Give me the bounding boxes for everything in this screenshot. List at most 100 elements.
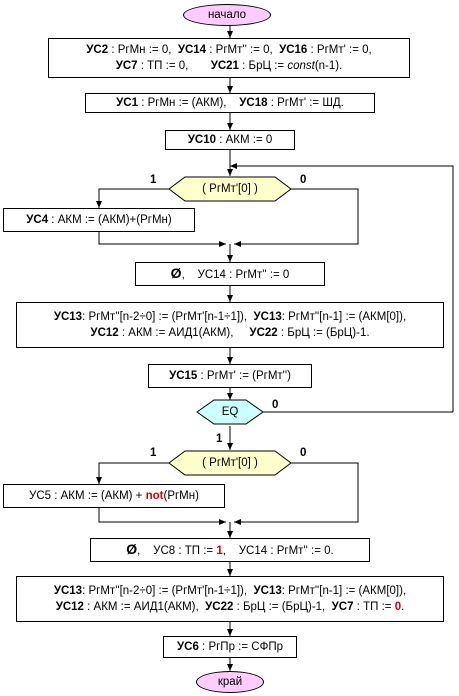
output-line: УС6 : PгПр := СФПр (177, 639, 283, 655)
op-us15: УС15 (169, 370, 198, 382)
end-terminal: край (196, 671, 264, 693)
d1-yes-line (96, 188, 169, 208)
op-us18: УС18 (239, 97, 268, 109)
clear-rgmt-block-1: Ø, УС14 : PгМт'' := 0 (135, 262, 325, 286)
decision-eq-shape (196, 399, 264, 425)
shift-block-2: УС13: PгМт''[n-2÷0] := (PгМт'[n-1÷1]), У… (16, 576, 444, 622)
d1-no-line (234, 188, 359, 247)
copy-block: УС15 : PгМт' := (PгМт'') (148, 364, 312, 388)
d3-yes-merge (98, 508, 226, 525)
copy-line: УС15 : PгМт' := (PгМт'') (169, 368, 291, 384)
d3-no-line (234, 462, 359, 525)
init-line-1: УС2 : PгМн := 0, УС14 : PгМт'' := 0, УС1… (86, 42, 371, 58)
decision-3-condition: ( PгМт'[0] ) (202, 457, 258, 469)
op-us10-text: : АКМ := 0 (216, 134, 273, 146)
op-us16: УС16 (279, 44, 308, 56)
clear-acc-block: УС10 : АКМ := 0 (165, 130, 295, 150)
empty-set-icon: Ø (170, 265, 182, 281)
decision-eq-no-label: 0 (272, 399, 279, 411)
op-us16-text: : PгМт' := 0, (307, 44, 372, 56)
op-us1-text: : PгМн := (АКМ), (138, 97, 240, 109)
decision-1-shape (168, 176, 292, 202)
shift-block-1: УС13: PгМт''[n-2÷0] := (PгМт'[n-1÷1]), У… (16, 302, 444, 348)
not-keyword: not (145, 490, 164, 502)
decision-1-yes-label: 1 (150, 174, 157, 186)
d3-yes-line (96, 462, 169, 484)
decision-1-no-label: 0 (300, 174, 307, 186)
init-line-2: УС7 : ТП := 0, УС21 : БрЦ := const(n-1). (116, 58, 343, 74)
decision-eq-condition: EQ (221, 406, 239, 418)
op-us8-text: , УС8 : ТП := (137, 545, 217, 557)
decision-1-condition: ( PгМт'[0] ) (202, 183, 258, 195)
op-us13-b-text: : PгМт''[n-1] := (АКМ[0]), (281, 311, 407, 323)
decision-3-yes-label: 1 (150, 447, 157, 459)
loop-back-line (230, 163, 454, 412)
op-us21-end: (n-1). (314, 60, 343, 72)
op-us10: УС10 (187, 134, 217, 146)
shift-line-1: УС13: PгМт''[n-2÷0] := (PгМт'[n-1÷1]), У… (54, 309, 406, 325)
op2-end: . (401, 601, 405, 613)
op-us21: УС21 (210, 60, 239, 72)
op-us18-text: : PгМт' := ШД. (267, 97, 344, 109)
decision-eq-yes-label: 1 (216, 433, 223, 445)
op2-us12: УС12 (55, 601, 84, 613)
op-us6: УС6 (177, 641, 199, 653)
op-us4: УС4 (26, 214, 49, 226)
start-terminal: начало (183, 4, 271, 26)
op-us22: УС22 (249, 327, 278, 339)
op-us2: УС2 (86, 44, 109, 56)
op-us1: УС1 (116, 97, 138, 109)
op-us2-text: : PгМн := 0, (108, 44, 178, 56)
shift2-line-2: УС12 : АКМ := АИД1(АКМ), УС22 : БрЦ := (… (56, 599, 405, 615)
init-block: УС2 : PгМн := 0, УС14 : PгМт'' := 0, УС1… (48, 38, 410, 78)
op-us14-clear-text: , УС14 : PгМт'' := 0 (181, 269, 290, 281)
shift2-line-1: УС13: PгМт''[n-2÷0] := (PгМт'[n-1÷1]), У… (54, 583, 406, 599)
op2-us7: УС7 (331, 601, 354, 613)
op2-us12-text: : АКМ := АИД1(АКМ), (83, 601, 206, 613)
op-us5-text: УС5 : АКМ := (АКМ) + (29, 490, 146, 502)
add-not-block: УС5 : АКМ := (АКМ) + not(PгМн) (3, 484, 225, 508)
start-label: начало (207, 9, 247, 21)
clear-rgmt-line-1: Ø, УС14 : PгМт'' := 0 (171, 265, 290, 283)
op2-us22-text: : БрЦ := (БрЦ)-1, (233, 601, 332, 613)
op-us5-end: (PгМн) (163, 490, 199, 502)
load-block: УС1 : PгМн := (АКМ), УС18 : PгМт' := ШД. (85, 93, 375, 113)
empty-set-icon-2: Ø (126, 541, 138, 557)
shift-line-2: УС12 : АКМ := АИД1(АКМ), УС22 : БрЦ := (… (90, 325, 369, 341)
decision-3-shape (168, 450, 292, 476)
const-keyword: const (287, 60, 315, 72)
op-us15-text: : PгМт' := (PгМт'') (197, 370, 291, 382)
op-us13-a-text: : PгМт''[n-2÷0] := (PгМт'[n-1÷1]), (82, 311, 254, 323)
op-us7: УС7 (115, 60, 138, 72)
op-us14-text-2: , УС14 : PгМт'' := 0. (222, 545, 334, 557)
add-block-1: УС4 : АКМ := (АКМ)+(PгМн) (3, 208, 195, 232)
decision-3-no-label: 0 (300, 447, 307, 459)
tp-zero-value: 0 (394, 601, 402, 613)
op2-us13-b-text: : PгМт''[n-1] := (АКМ[0]), (281, 585, 407, 597)
add-line-1: УС4 : АКМ := (АКМ)+(PгМн) (26, 212, 171, 228)
op2-us7-text: : ТП := (353, 601, 395, 613)
op-us6-text: : PгПр := СФПр (198, 641, 283, 653)
op2-us13-a: УС13 (53, 585, 83, 597)
op-us21-text: : БрЦ := (238, 60, 288, 72)
set-tp-line: Ø, УС8 : ТП := 1, УС14 : PгМт'' := 0. (126, 541, 333, 559)
d1-yes-merge (98, 232, 226, 247)
clear-acc-line: УС10 : АКМ := 0 (188, 132, 273, 148)
set-tp-block: Ø, УС8 : ТП := 1, УС14 : PгМт'' := 0. (90, 538, 370, 562)
op-us13-b: УС13 (253, 311, 282, 323)
tp-one-value: 1 (216, 545, 223, 557)
op-us4-text: : АКМ := (АКМ)+(PгМн) (48, 214, 172, 226)
end-label: край (217, 676, 243, 688)
op-us14-text: : PгМт'' := 0, (206, 44, 280, 56)
add-not-line: УС5 : АКМ := (АКМ) + not(PгМн) (29, 488, 199, 504)
output-block: УС6 : PгПр := СФПр (163, 636, 297, 658)
op-us13-a: УС13 (53, 311, 83, 323)
op2-us13-a-text: : PгМт''[n-2÷0] := (PгМт'[n-1÷1]), (82, 585, 254, 597)
op2-us13-b: УС13 (253, 585, 282, 597)
load-line: УС1 : PгМн := (АКМ), УС18 : PгМт' := ШД. (116, 95, 344, 111)
op-us22-text: : БрЦ := (БрЦ)-1. (277, 327, 370, 339)
op-us12: УС12 (90, 327, 119, 339)
op-us12-text: : АКМ := АИД1(АКМ), (118, 327, 250, 339)
op-us14: УС14 (177, 44, 207, 56)
